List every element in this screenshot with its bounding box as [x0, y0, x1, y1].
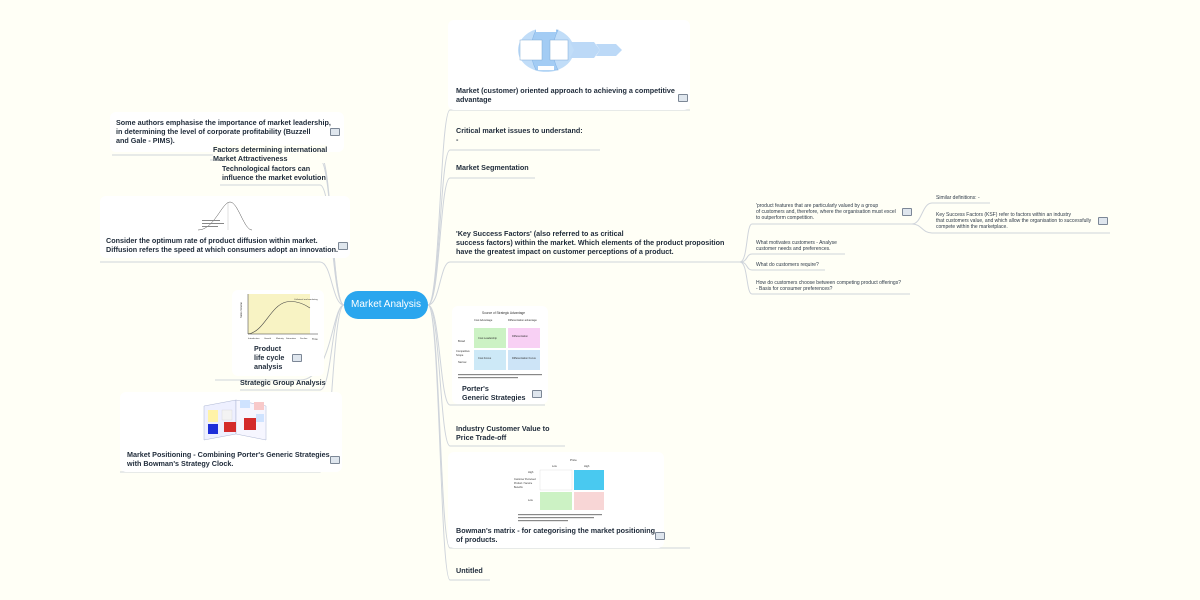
svg-text:Sales Volume: Sales Volume [239, 302, 243, 318]
topic-bowman-matrix[interactable]: Price Low High High Customer Perceived P… [448, 452, 665, 548]
svg-text:High: High [584, 464, 590, 468]
topic-porter-generic-strategies[interactable]: Source of Strategic Advantage Cost Advan… [452, 306, 548, 404]
topic-untitled[interactable]: Untitled [456, 566, 483, 575]
svg-text:Decline: Decline [300, 338, 308, 340]
svg-text:Narrow: Narrow [458, 360, 466, 364]
topic-market-oriented-approach[interactable]: Market (customer) oriented approach to a… [448, 20, 690, 110]
ksf-customer-requirements[interactable]: What do customers require? [756, 262, 819, 268]
topic-product-diffusion[interactable]: Consider the optimum rate of product dif… [100, 196, 350, 258]
note-icon[interactable] [1098, 217, 1108, 225]
product-life-cycle-image: Sales Volume Time Introduction Growth Ma… [239, 294, 318, 341]
svg-text:Time: Time [312, 337, 318, 341]
svg-text:High: High [528, 470, 534, 474]
topic-label: Consider the optimum rate of product dif… [106, 236, 339, 254]
topic-market-positioning[interactable]: Market Positioning - Combining Porter's … [120, 392, 342, 472]
svg-text:Introduction: Introduction [248, 337, 260, 340]
svg-text:Low: Low [552, 464, 557, 468]
svg-text:Differentiation Focus: Differentiation Focus [512, 356, 536, 360]
topic-label: Bowman's matrix - for categorising the m… [456, 526, 655, 544]
note-icon[interactable] [330, 128, 340, 136]
svg-text:Collateral and marketing: Collateral and marketing [294, 298, 318, 301]
svg-text:Differentiation: Differentiation [512, 334, 529, 338]
svg-text:Cost Leadership: Cost Leadership [478, 336, 497, 340]
svg-text:Competitive: Competitive [456, 349, 470, 353]
svg-text:Customer Perceived: Customer Perceived [514, 478, 536, 481]
ksf-customer-choice[interactable]: How do customers choose between competin… [756, 280, 901, 293]
note-icon[interactable] [338, 242, 348, 250]
svg-text:Product / Service: Product / Service [514, 482, 533, 485]
svg-text:Cost Advantage: Cost Advantage [474, 318, 493, 322]
central-topic[interactable]: Market Analysis [344, 291, 428, 319]
topic-label: Market Positioning - Combining Porter's … [127, 450, 330, 468]
svg-text:Saturation: Saturation [286, 337, 297, 340]
competitive-advantage-diagram-image [518, 26, 622, 72]
topic-international-attractiveness[interactable]: Factors determining international Market… [213, 145, 328, 163]
svg-text:Low: Low [528, 498, 533, 502]
note-icon[interactable] [532, 390, 542, 398]
note-icon[interactable] [655, 532, 665, 540]
svg-text:Source of Strategic Advantage: Source of Strategic Advantage [482, 311, 525, 315]
topic-label: Market (customer) oriented approach to a… [456, 86, 675, 104]
topic-product-life-cycle[interactable]: Sales Volume Time Introduction Growth Ma… [232, 290, 324, 376]
topic-market-segmentation[interactable]: Market Segmentation [456, 163, 529, 172]
topic-label: Product life cycle analysis [254, 344, 285, 371]
diffusion-curve-image [197, 201, 253, 231]
topic-label: Some authors emphasise the importance of… [116, 118, 331, 145]
topic-key-success-factors[interactable]: 'Key Success Factors' (also referred to … [456, 229, 725, 256]
strategy-cube-image [203, 399, 267, 441]
ksf-similar-definitions[interactable]: Similar definitions: - [936, 195, 980, 201]
ksf-detailed-definition[interactable]: Key Success Factors (KSF) refer to facto… [936, 212, 1092, 231]
svg-text:Differentiation advantage: Differentiation advantage [508, 318, 537, 322]
ksf-definition[interactable]: 'product features that are particularly … [756, 203, 896, 222]
note-icon[interactable] [902, 208, 912, 216]
topic-customer-value-price[interactable]: Industry Customer Value to Price Trade-o… [456, 424, 550, 442]
svg-text:Price: Price [570, 458, 577, 462]
svg-text:Maturity: Maturity [276, 337, 285, 340]
bowman-matrix-image: Price Low High High Customer Perceived P… [514, 458, 604, 522]
svg-text:Benefits: Benefits [514, 486, 523, 489]
porter-matrix-image: Source of Strategic Advantage Cost Advan… [456, 311, 542, 379]
topic-strategic-group-analysis[interactable]: Strategic Group Analysis [240, 378, 326, 387]
ksf-customer-motivation[interactable]: What motivates customers - Analyse custo… [756, 240, 837, 253]
svg-text:Scope: Scope [456, 353, 464, 357]
topic-label: Porter's Generic Strategies [462, 384, 526, 402]
svg-text:Cost Focus: Cost Focus [478, 356, 492, 360]
topic-technological-factors[interactable]: Technological factors can influence the … [222, 164, 326, 182]
svg-text:Growth: Growth [264, 337, 272, 340]
topic-critical-market-issues[interactable]: Critical market issues to understand: - [456, 126, 583, 144]
svg-text:Broad: Broad [458, 339, 465, 343]
note-icon[interactable] [678, 94, 688, 102]
note-icon[interactable] [292, 354, 302, 362]
note-icon[interactable] [330, 456, 340, 464]
